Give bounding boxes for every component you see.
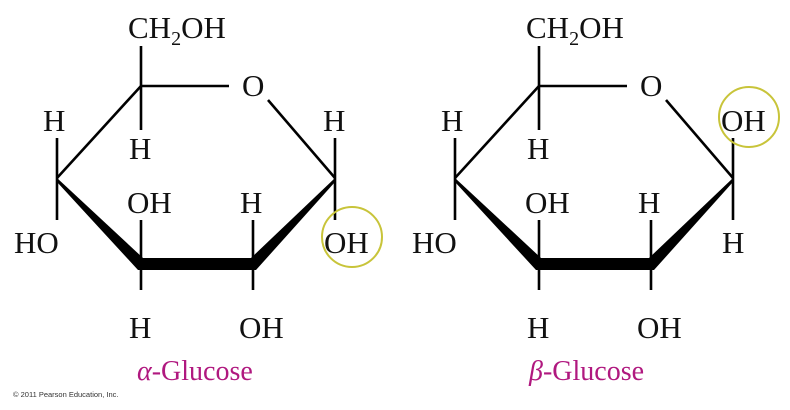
beta-highlight-circle <box>718 86 780 148</box>
beta-c4-hydroxyl: HO <box>412 225 457 260</box>
alpha-c4-hydrogen: H <box>43 103 65 138</box>
beta-c4-hydrogen: H <box>441 103 463 138</box>
alpha-caption: α-Glucose <box>137 356 253 387</box>
alpha-c3-hydroxyl: OH <box>127 185 172 220</box>
alpha-wedge-right <box>251 178 335 270</box>
copyright-notice: © 2011 Pearson Education, Inc. <box>13 390 118 399</box>
beta-wedge-bottom <box>536 258 653 270</box>
alpha-glucose-structure: CH2OH O H H HO OH H H OH H OH α-Glucose <box>14 10 383 387</box>
beta-c5-hydrogen: H <box>527 131 549 166</box>
beta-bonds <box>453 46 735 290</box>
beta-c3-hydrogen: H <box>527 310 549 345</box>
alpha-c6-label: CH2OH <box>128 10 226 50</box>
alpha-c2-hydrogen: H <box>240 185 262 220</box>
beta-c1-down-label: H <box>722 225 744 260</box>
alpha-highlight-circle <box>321 206 383 268</box>
beta-caption: β-Glucose <box>528 356 644 387</box>
beta-c2-hydrogen: H <box>638 185 660 220</box>
beta-c3-hydroxyl: OH <box>525 185 570 220</box>
beta-c6-label: CH2OH <box>526 10 624 50</box>
beta-glucose-structure: CH2OH O H H HO OH H H OH OH H β-Glucose <box>412 10 780 387</box>
beta-wedge-right <box>649 178 733 270</box>
alpha-c1-down-label: OH <box>324 225 369 260</box>
alpha-bonds <box>55 46 337 290</box>
alpha-c1-up-label: H <box>323 103 345 138</box>
beta-ring-oxygen: O <box>640 68 662 103</box>
alpha-c2-hydroxyl: OH <box>239 310 284 345</box>
beta-c1-up-label: OH <box>721 103 766 138</box>
alpha-c5-hydrogen: H <box>129 131 151 166</box>
beta-wedge-left <box>455 178 541 270</box>
alpha-wedge-left <box>57 178 143 270</box>
alpha-ring-oxygen: O <box>242 68 264 103</box>
alpha-c3-hydrogen: H <box>129 310 151 345</box>
beta-c2-hydroxyl: OH <box>637 310 682 345</box>
alpha-wedge-bottom <box>138 258 255 270</box>
alpha-c4-hydroxyl: HO <box>14 225 59 260</box>
